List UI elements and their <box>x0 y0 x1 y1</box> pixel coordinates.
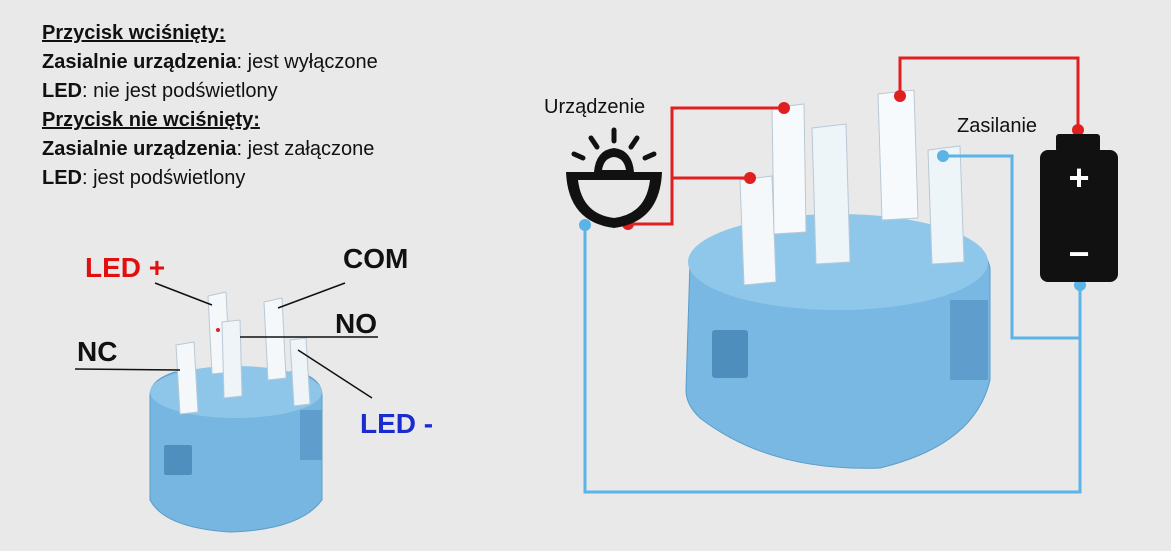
pin-label-com: COM <box>343 243 409 274</box>
pressed-device-line: Zasialnie urządzenia: jest wyłączone <box>42 51 378 73</box>
pressed-led-line: LED: nie jest podświetlony <box>42 80 278 102</box>
pressed-led-value: : nie jest podświetlony <box>82 80 278 102</box>
released-led-label: LED <box>42 167 82 189</box>
battery-plus-sign: + <box>1068 157 1090 198</box>
released-led-value: : jest podświetlony <box>82 167 246 189</box>
pin-label-led-plus: LED + <box>85 252 166 283</box>
power-label: Zasilanie <box>957 115 1038 137</box>
pressed-title: Przycisk wciśnięty: <box>42 22 226 44</box>
pressed-device-label: Zasialnie urządzenia <box>42 51 237 73</box>
red-wires <box>628 56 1080 226</box>
released-title: Przycisk nie wciśnięty: <box>42 109 260 131</box>
pressed-led-label: LED <box>42 80 82 102</box>
pressed-device-value: : jest wyłączone <box>236 51 378 73</box>
lamp-icon <box>566 127 662 228</box>
released-device-value: : jest załączone <box>236 138 375 160</box>
released-led-line: LED: jest podświetlony <box>42 167 245 189</box>
pin-label-no: NO <box>335 308 377 339</box>
battery-minus-sign: − <box>1068 233 1090 274</box>
device-label: Urządzenie <box>544 96 646 118</box>
released-device-line: Zasialnie urządzenia: jest załączone <box>42 138 374 160</box>
blue-wires <box>583 154 1082 494</box>
pin-label-led-minus: LED - <box>360 408 434 439</box>
small-switch <box>74 282 378 533</box>
battery-icon <box>1040 134 1118 282</box>
pin-label-nc: NC <box>77 336 118 367</box>
large-switch <box>685 89 991 469</box>
released-device-label: Zasialnie urządzenia <box>42 138 237 160</box>
